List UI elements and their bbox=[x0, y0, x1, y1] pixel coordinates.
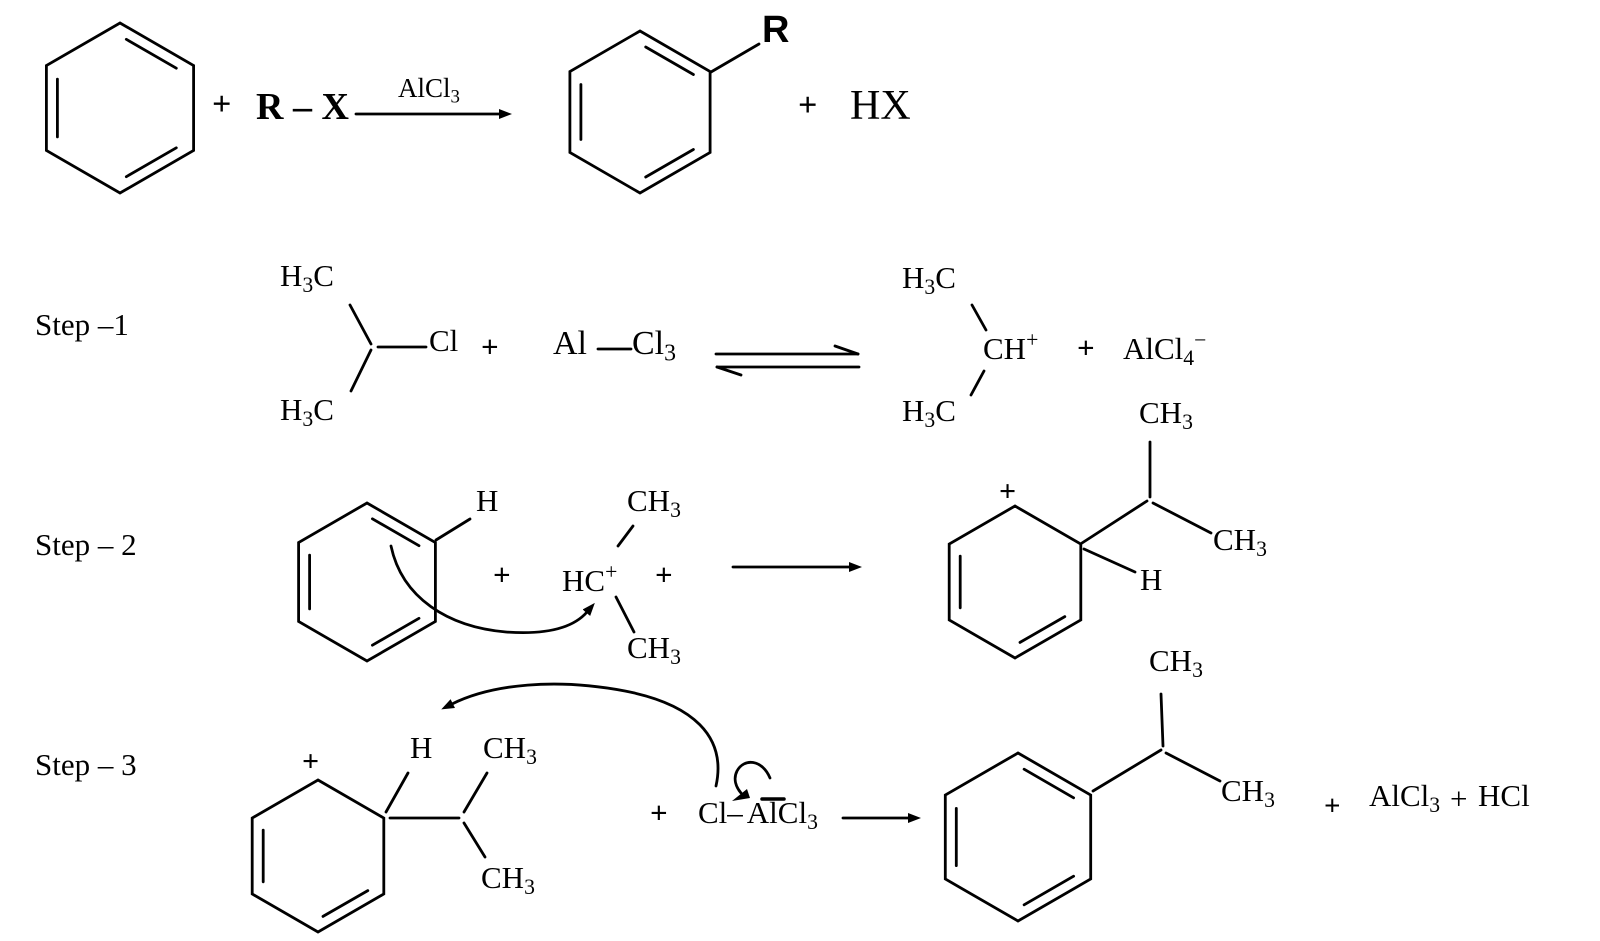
chloride-electron-arrow bbox=[732, 761, 772, 801]
methyl-ch3-label: CH3 bbox=[1221, 773, 1275, 813]
plus-sign: + bbox=[655, 557, 673, 592]
plus-sign: + bbox=[650, 795, 668, 830]
step1-label: Step –1 bbox=[35, 307, 129, 342]
substituent-r-label: R bbox=[762, 9, 790, 51]
aluminum-label: Al bbox=[553, 325, 587, 362]
hydrogen-label: H bbox=[476, 483, 499, 518]
cl3-label: Cl3 bbox=[632, 325, 677, 367]
step2-label: Step – 2 bbox=[35, 527, 137, 562]
arenium-ring-step3 bbox=[250, 778, 386, 934]
plus-sign: + bbox=[212, 86, 232, 123]
attack-electron-arrow bbox=[389, 544, 595, 634]
methyl-ch3-label: CH3 bbox=[627, 483, 681, 523]
bond bbox=[969, 369, 986, 397]
bond bbox=[384, 771, 410, 814]
equilibrium-arrows bbox=[714, 344, 861, 377]
methyl-h3c-label: H3C bbox=[902, 393, 956, 433]
chloroaluminate-label: Cl–AlCl3 bbox=[698, 795, 818, 835]
bond bbox=[614, 595, 636, 634]
plus-sign: + bbox=[481, 329, 499, 364]
carbocation-label: CH+ bbox=[983, 328, 1039, 366]
benzene-ring-reactant bbox=[45, 21, 196, 195]
plus-sign: + bbox=[1450, 781, 1468, 816]
alkyl-halide-label: R – X bbox=[256, 86, 349, 128]
methyl-ch3-label: CH3 bbox=[1139, 395, 1193, 435]
benzene-ring-step2 bbox=[297, 501, 437, 663]
bond-ring-h bbox=[434, 517, 472, 542]
methyl-ch3-label: CH3 bbox=[1149, 643, 1203, 683]
bond bbox=[349, 348, 373, 393]
methyl-ch3-label: CH3 bbox=[627, 630, 681, 670]
bond bbox=[970, 303, 988, 332]
step3-label: Step – 3 bbox=[35, 747, 137, 782]
bond bbox=[1159, 692, 1165, 748]
methyl-h3c-label: H3C bbox=[902, 260, 956, 300]
positive-charge: + bbox=[302, 745, 320, 778]
hx-label: HX bbox=[850, 83, 911, 129]
methyl-h3c-label: H3C bbox=[280, 392, 334, 432]
methyl-ch3-label: CH3 bbox=[481, 860, 535, 900]
chlorine-label: Cl bbox=[429, 323, 459, 358]
catalyst-label: AlCl3 bbox=[398, 73, 460, 108]
plus-sign: + bbox=[1077, 330, 1095, 365]
hydrogen-label: H bbox=[410, 730, 433, 765]
positive-charge: + bbox=[999, 475, 1017, 508]
hydride-abstraction-arrow bbox=[441, 682, 720, 788]
methyl-h3c-label: H3C bbox=[280, 258, 334, 298]
hcl-label: HCl bbox=[1478, 778, 1530, 813]
bond bbox=[616, 524, 635, 548]
bond-r-substituent bbox=[709, 42, 761, 74]
bond bbox=[1080, 499, 1149, 545]
bond bbox=[348, 303, 373, 346]
tetrachloroaluminate-label: AlCl4− bbox=[1123, 328, 1207, 370]
plus-sign: + bbox=[1324, 790, 1341, 822]
plus-sign: + bbox=[493, 557, 511, 592]
bond bbox=[1082, 547, 1137, 574]
bond bbox=[462, 771, 489, 814]
hydrogen-label: H bbox=[1140, 562, 1163, 597]
bond bbox=[1091, 748, 1163, 793]
benzene-ring-step3-product bbox=[943, 751, 1093, 923]
methyl-ch3-label: CH3 bbox=[1213, 522, 1267, 562]
plus-sign: + bbox=[798, 87, 818, 124]
carbocation-label: HC+ bbox=[562, 560, 618, 598]
bond bbox=[1164, 751, 1222, 783]
bond bbox=[462, 821, 487, 859]
methyl-ch3-label: CH3 bbox=[483, 730, 537, 770]
bond bbox=[1151, 501, 1213, 535]
benzene-ring-product-top bbox=[568, 29, 712, 195]
alcl3-label: AlCl3 bbox=[1369, 778, 1441, 818]
arenium-ring-step2 bbox=[947, 504, 1083, 660]
